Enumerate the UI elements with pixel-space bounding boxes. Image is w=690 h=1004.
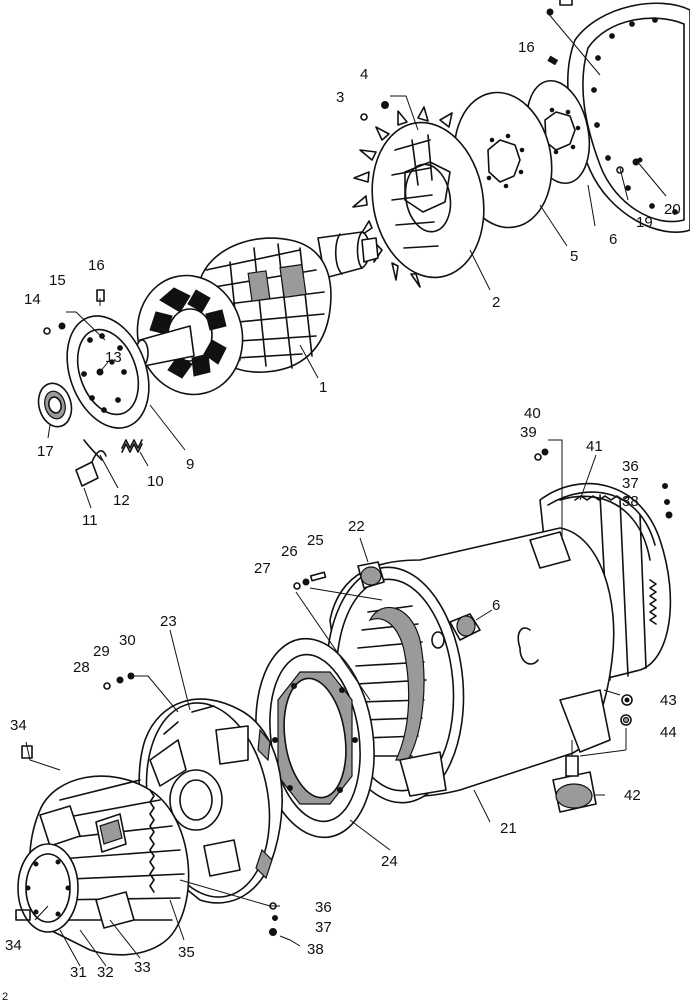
- top-screws: [546, 0, 573, 16]
- bearing: [37, 382, 73, 428]
- callout-35: 35: [178, 944, 195, 961]
- callout-29: 29: [93, 643, 110, 660]
- callout-43: 43: [660, 692, 677, 709]
- callout-25: 25: [307, 532, 324, 549]
- small-fasteners-lower: [15, 448, 673, 936]
- callout-11: 11: [82, 512, 98, 529]
- callout-36-upper: 36: [622, 458, 639, 475]
- leader-lines-upper: [47, 95, 667, 509]
- callout-21: 21: [500, 820, 517, 837]
- callout-17: 17: [37, 443, 54, 460]
- callout-34-lower: 34: [5, 937, 22, 954]
- callout-16-upper: 16: [518, 39, 535, 56]
- callout-38-lower: 38: [307, 941, 324, 958]
- vibration-mount: [552, 740, 597, 813]
- callout-14: 14: [24, 291, 41, 308]
- callout-6-upper: 6: [609, 231, 617, 248]
- callout-32: 32: [97, 964, 114, 981]
- callout-22: 22: [348, 518, 365, 535]
- callout-12: 12: [113, 492, 130, 509]
- callout-31: 31: [70, 964, 87, 981]
- callout-33: 33: [134, 959, 151, 976]
- callout-20: 20: [664, 201, 681, 218]
- page-number: 2: [2, 991, 8, 1003]
- callout-1: 1: [319, 379, 327, 396]
- callout-27: 27: [254, 560, 271, 577]
- callout-36-lower: 36: [315, 899, 332, 916]
- callout-4: 4: [360, 66, 368, 83]
- callout-26: 26: [281, 543, 298, 560]
- callout-39: 39: [520, 424, 537, 441]
- brush-holder: [75, 439, 107, 487]
- nut-washer-right: [620, 694, 633, 726]
- callout-13: 13: [105, 349, 122, 366]
- leader-lines-lower: [25, 439, 627, 967]
- callout-42: 42: [624, 787, 641, 804]
- callout-5: 5: [570, 248, 578, 265]
- callout-6-lower: 6: [492, 597, 500, 614]
- callout-15: 15: [49, 272, 66, 289]
- rear-cover-plate: [546, 2, 690, 233]
- callout-10: 10: [147, 473, 164, 490]
- callout-19: 19: [636, 214, 653, 231]
- callout-16-left: 16: [88, 257, 105, 274]
- callout-9: 9: [186, 456, 194, 473]
- callout-38-upper: 38: [622, 493, 639, 510]
- callout-28: 28: [73, 659, 90, 676]
- callout-37-lower: 37: [315, 919, 332, 936]
- front-winding-cap: [17, 775, 190, 956]
- callout-41: 41: [586, 438, 603, 455]
- callout-23: 23: [160, 613, 177, 630]
- cooling-fan: [352, 106, 485, 288]
- callout-3: 3: [336, 89, 344, 106]
- callout-30: 30: [119, 632, 136, 649]
- callout-40: 40: [524, 405, 541, 422]
- brush-spring: [121, 439, 143, 453]
- callout-44: 44: [660, 724, 677, 741]
- front-bracket: [138, 698, 283, 904]
- terminal-cap: [357, 561, 385, 589]
- end-bracket-plate: [66, 315, 150, 429]
- cable-grommet: [431, 613, 481, 649]
- callout-2: 2: [492, 294, 500, 311]
- callout-24: 24: [381, 853, 398, 870]
- part-callouts: 1 2 3 4 5 6 16 19 20 9 10 11 12 13 14 15…: [2, 39, 681, 1003]
- callout-34-upper: 34: [10, 717, 27, 734]
- callout-37-upper: 37: [622, 475, 639, 492]
- rotor-assembly: [135, 231, 379, 396]
- flange-ring: [255, 637, 375, 839]
